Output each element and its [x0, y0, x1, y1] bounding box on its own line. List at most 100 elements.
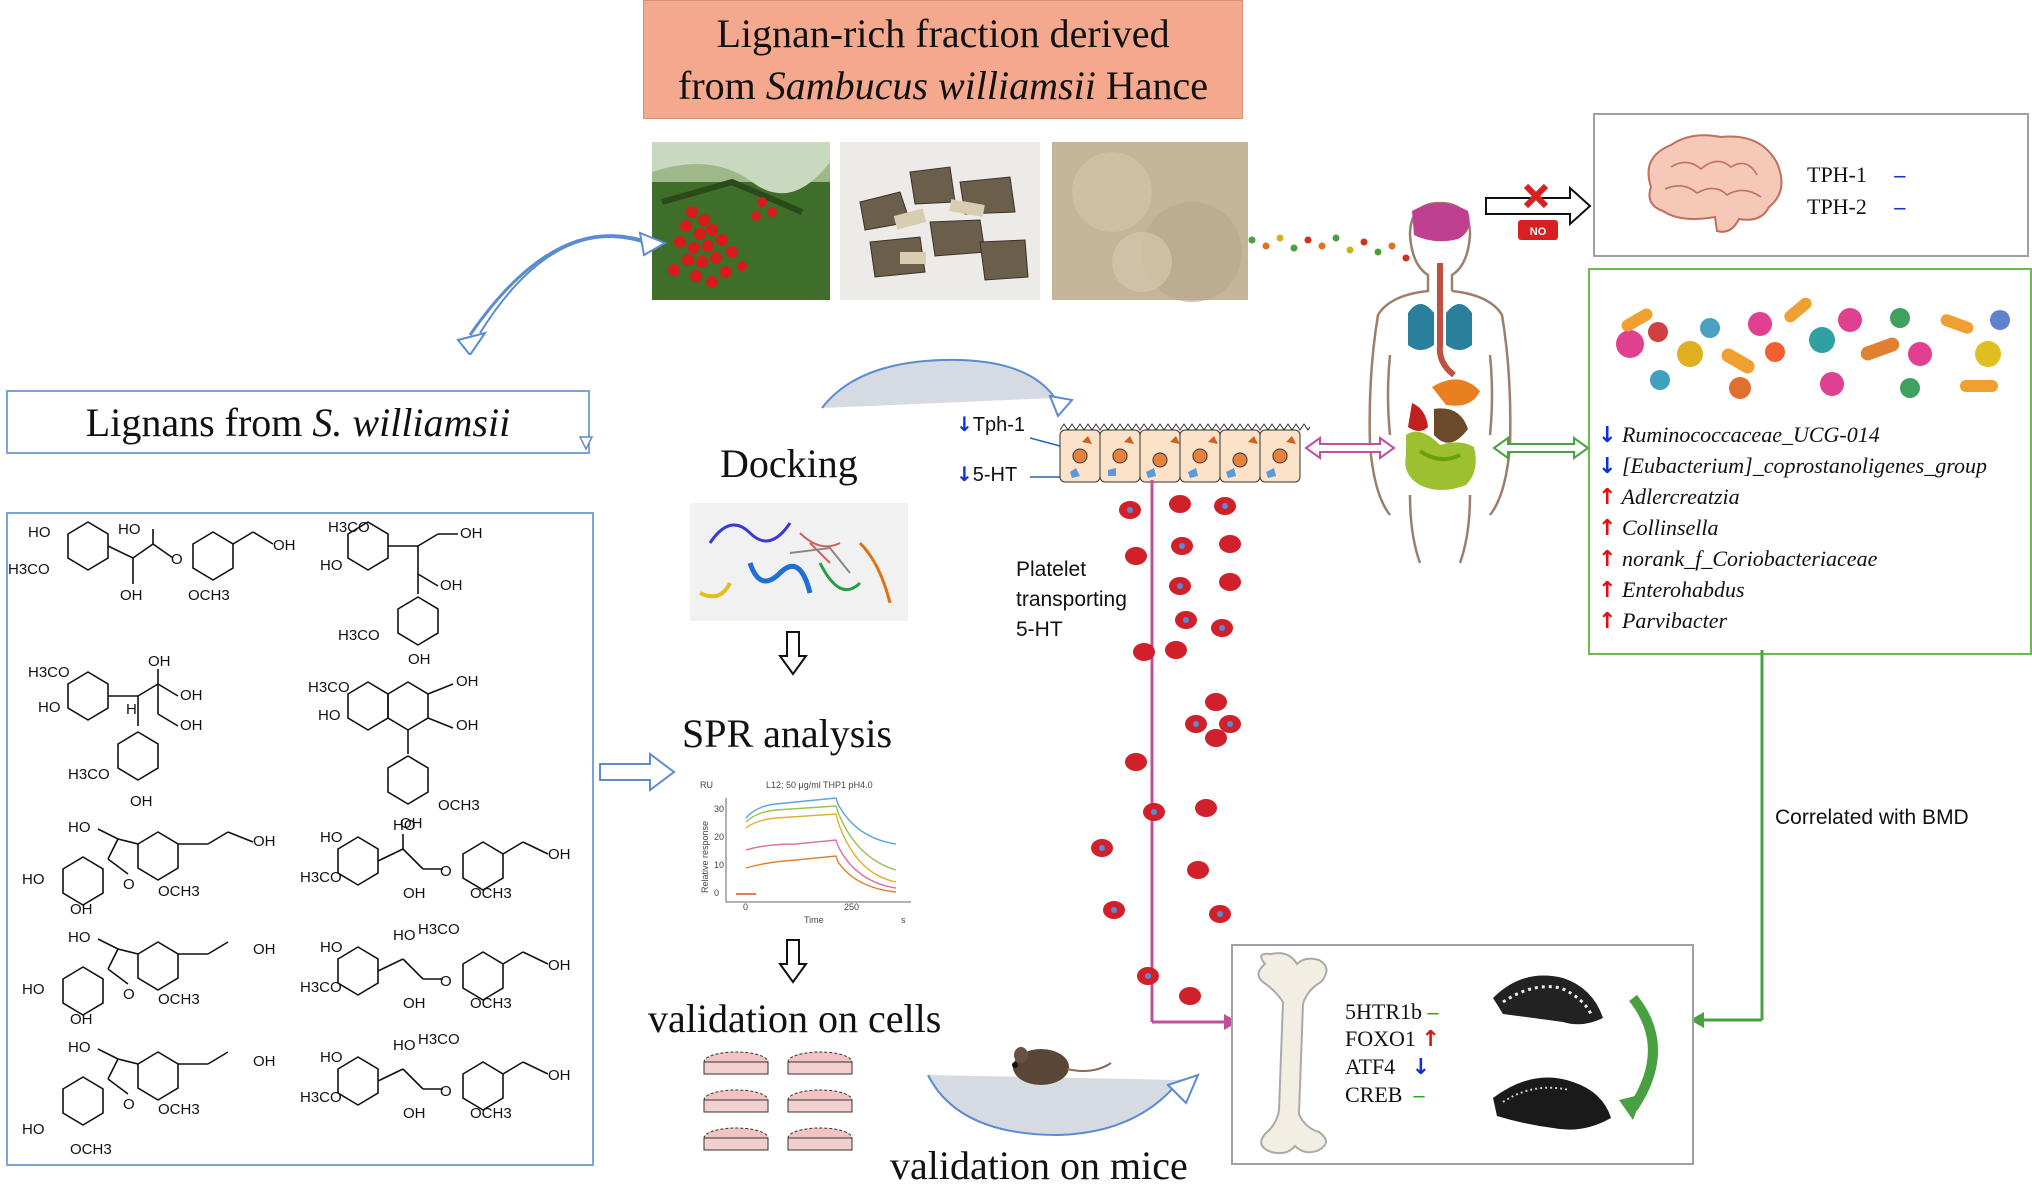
petri-dishes: [703, 1051, 853, 1151]
taxa-item-0: ↓ Ruminococcaceae_UCG-014: [1598, 422, 1880, 448]
structure-3: [67, 669, 179, 781]
s7-label-0: HO: [68, 929, 91, 946]
s4-label-3: OH: [456, 717, 479, 734]
brain-markers: TPH-1 – TPH-2 –: [1807, 159, 1905, 223]
s6-label-2: HO: [393, 817, 416, 834]
s10-label-2: HO: [393, 1037, 416, 1054]
cells-label: validation on cells: [648, 996, 942, 1041]
berries-photo: [652, 142, 830, 300]
spr-unit-x: s: [901, 915, 906, 925]
structure-2: [347, 521, 458, 646]
platelets: [1091, 495, 1241, 1005]
taxa-item-3: ↑ Collinsella: [1598, 515, 1719, 541]
small-down-arrow: [578, 436, 594, 451]
s6-label-4: OH: [403, 885, 426, 902]
structure-4: [347, 681, 454, 805]
structure-labels: HO H3CO HO OH O OCH3 OH H3CO HO OH OH H3…: [8, 519, 571, 1158]
s1-label-4: O: [171, 551, 183, 568]
s2-label-4: H3CO: [338, 627, 380, 644]
structure-6: [337, 834, 549, 891]
s8-label-1: H3CO: [300, 979, 342, 996]
s5-label-5: OCH3: [158, 883, 200, 900]
bmd-label: Correlated with BMD: [1775, 806, 1969, 829]
down-arrow-2: [778, 939, 808, 984]
title-line2: from Sambucus williamsii Hance: [678, 62, 1208, 108]
s7-label-1: O: [123, 986, 135, 1003]
s3-label-0: H3CO: [28, 664, 70, 681]
s1-label-3: OH: [120, 587, 143, 604]
spr-ytick-0: 30: [714, 804, 724, 814]
spr-xtick-0: 0: [743, 902, 748, 912]
bone-box: 5HTR1b – FOXO1 ↑ ATF4 ↓ CREB –: [1231, 944, 1694, 1165]
docking-image: [690, 503, 908, 621]
body-microbe-arrow: [1492, 436, 1590, 460]
structure-7: [62, 938, 229, 1016]
s8-label-5: OH: [548, 957, 571, 974]
s6-label-5: OH: [548, 846, 571, 863]
brain-item-tph2: TPH-2 –: [1807, 194, 1906, 219]
s1-label-0: HO: [28, 524, 51, 541]
none-mark-icon: –: [1413, 1082, 1425, 1107]
s9-label-0: HO: [68, 1039, 91, 1056]
taxa-item-4: ↑ norank_f_Coriobacteriaceae: [1598, 546, 1878, 572]
s3-label-5: H: [126, 701, 137, 718]
s1-label-2: HO: [118, 521, 141, 538]
spr-ytick-2: 10: [714, 860, 724, 870]
microct-bottom: [1493, 1077, 1611, 1130]
s10-label-1: H3CO: [300, 1089, 342, 1106]
mice-label: validation on mice: [890, 1143, 1188, 1188]
s10-label-3: H3CO: [418, 1031, 460, 1048]
microbes-box: ↓ Ruminococcaceae_UCG-014 ↓ [Eubacterium…: [1588, 268, 2032, 655]
s3-label-3: OH: [180, 687, 203, 704]
curved-arrow-to-gut: [821, 358, 1074, 418]
s7-label-5: OCH3: [158, 991, 200, 1008]
s5-label-0: HO: [68, 819, 91, 836]
spr-unit-y: RU: [700, 780, 713, 790]
femur-icon: [1257, 952, 1328, 1155]
s2-label-0: H3CO: [328, 519, 370, 536]
s8-label-0: HO: [320, 939, 343, 956]
structure-5: [62, 828, 254, 906]
bacteria-icon: [1616, 297, 2010, 399]
structure-8: [337, 946, 549, 1001]
taxa-item-1: ↓ [Eubacterium]_coprostanoligenes_group: [1598, 453, 1987, 479]
gene-item-2: ATF4 ↓: [1345, 1054, 1431, 1080]
s10-label-7: OCH3: [470, 1105, 512, 1122]
taxa-item-2: ↑ Adlercreatzia: [1598, 484, 1740, 510]
title-box: Lignan-rich fraction derived from Sambuc…: [643, 0, 1243, 119]
brain-box: TPH-1 – TPH-2 –: [1593, 113, 2029, 257]
s1-label-6: OH: [273, 537, 296, 554]
plant-photos: [652, 142, 1248, 302]
no-badge: NO: [1530, 226, 1547, 238]
s9-label-1: O: [123, 1096, 135, 1113]
s2-label-3: OH: [440, 577, 463, 594]
taxa-item-5: ↑ Enterohabdus: [1598, 577, 1745, 603]
s10-label-0: HO: [320, 1049, 343, 1066]
s10-label-4: O: [440, 1083, 452, 1100]
s5-label-2: OH: [253, 833, 276, 850]
platelet-label: Platelet transporting 5-HT: [1016, 558, 1127, 641]
s8-label-7: OCH3: [470, 995, 512, 1012]
s2-label-5: OH: [408, 651, 431, 668]
s7-label-2: OH: [253, 941, 276, 958]
gut-body-arrow: [1304, 436, 1396, 460]
spr-xlabel: Time: [804, 915, 824, 925]
s10-label-6: OH: [403, 1105, 426, 1122]
s6-label-1: H3CO: [300, 869, 342, 886]
brain-organ: [1412, 203, 1470, 242]
ht5-row: ↓5-HT: [956, 462, 1018, 486]
s3-label-2: OH: [148, 653, 171, 670]
s5-label-3: HO: [22, 871, 45, 888]
structure-9: [62, 1048, 229, 1126]
s8-label-2: HO: [393, 927, 416, 944]
s9-label-3: HO: [22, 1121, 45, 1138]
petri-dish-icon: [703, 1051, 853, 1151]
lignans-title: Lignans from S. williamsii: [6, 390, 590, 454]
s3-label-1: HO: [38, 699, 61, 716]
s5-label-1: O: [123, 876, 135, 893]
s6-label-6: OCH3: [470, 885, 512, 902]
s8-label-6: OH: [403, 995, 426, 1012]
tph1-row: ↓Tph-1: [956, 412, 1026, 436]
s4-label-0: H3CO: [308, 679, 350, 696]
gene-item-1: FOXO1 ↑: [1345, 1026, 1440, 1052]
